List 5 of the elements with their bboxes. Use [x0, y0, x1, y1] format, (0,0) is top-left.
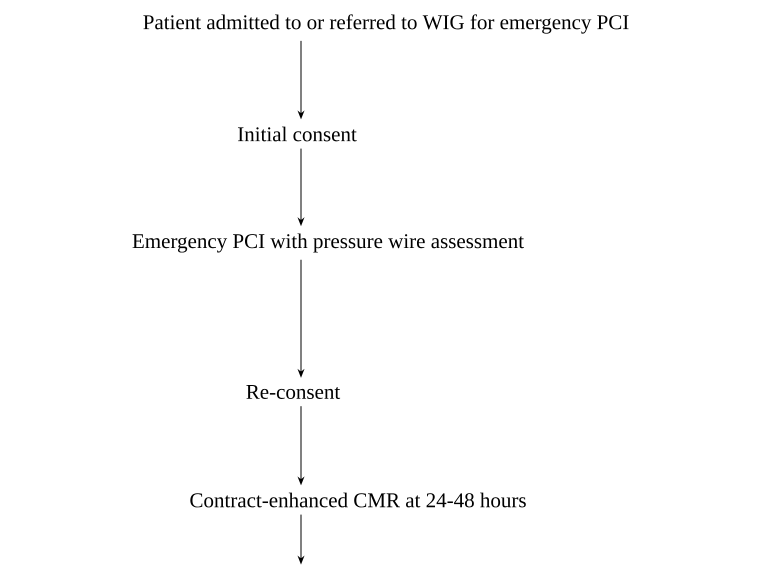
step-text: Emergency PCI with pressure wire assessment [132, 233, 524, 253]
step-text: Initial consent [238, 126, 357, 142]
step-text: Contract-enhanced CMR at 24-48 hours [190, 492, 526, 508]
step-text: Re-consent [246, 385, 340, 399]
step-text: Patient admitted to or referred to WIG for emergency PCI [143, 14, 629, 34]
